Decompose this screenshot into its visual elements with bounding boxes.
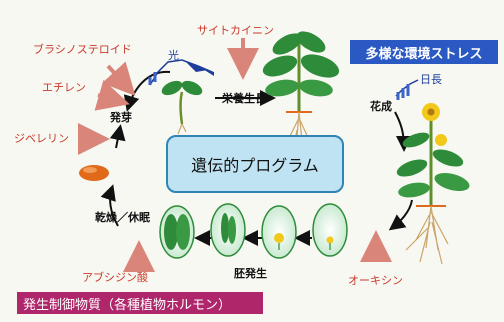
embryo-stage-2-icon (261, 205, 297, 259)
label-ethylene: エチレン (42, 81, 86, 94)
label-brassinosteroid: ブラシノステロイド (33, 43, 132, 56)
label-auxin: オーキシン (348, 274, 403, 287)
label-dormancy: 乾燥／休眠 (95, 211, 150, 224)
label-cytokinin: サイトカイニン (197, 24, 274, 37)
label-vegetative-growth: 栄養生長 (222, 92, 266, 105)
seed-icon (79, 165, 109, 181)
footer-caption-box: 発生制御物質（各種植物ホルモン） (17, 292, 263, 314)
label-embryogenesis: 胚発生 (234, 267, 267, 280)
label-flowering: 花成 (370, 100, 392, 113)
embryo-stage-4-icon (159, 205, 195, 259)
genetic-program-label: 遺伝的プログラム (191, 156, 319, 175)
hormone-arrows (78, 38, 392, 272)
label-gibberellin: ジベレリン (14, 132, 69, 145)
vegetative-plant-icon (262, 31, 340, 157)
environmental-stress-label: 多様な環境ストレス (365, 46, 483, 62)
light-signal-icon (148, 59, 214, 86)
embryo-stage-1-icon (312, 203, 348, 257)
label-light: 光 (168, 49, 179, 62)
seedling-icon (161, 80, 203, 135)
cycle-arrows (100, 70, 413, 246)
flowering-plant-icon (396, 103, 470, 265)
footer-caption: 発生制御物質（各種植物ホルモン） (23, 297, 232, 313)
long-day-signal-icon (395, 79, 419, 100)
embryo-stage-3-icon (210, 203, 246, 257)
label-long-day: 日長 (420, 73, 442, 86)
label-abscisic-acid: アブシジン酸 (82, 271, 148, 284)
environmental-stress-box: 多様な環境ストレス (350, 40, 498, 64)
label-germination: 発芽 (110, 111, 132, 124)
genetic-program-box: 遺伝的プログラム (166, 135, 344, 193)
